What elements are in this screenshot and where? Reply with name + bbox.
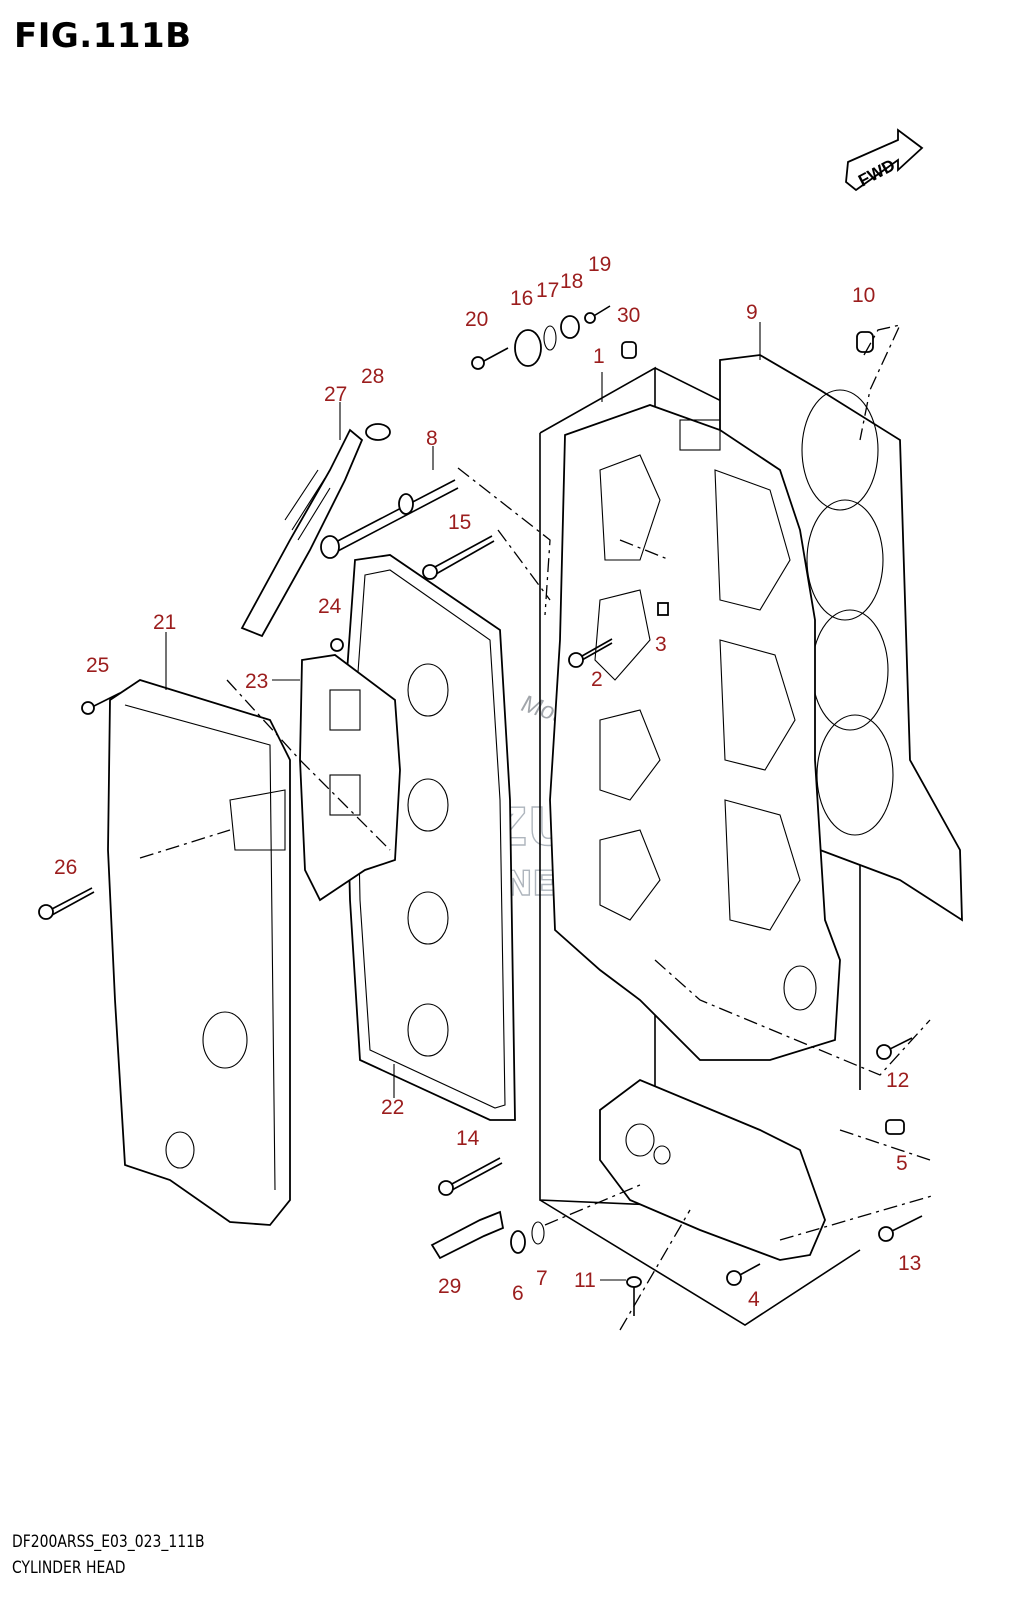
- breather-plate: [299, 654, 401, 902]
- callout-16: 16: [510, 287, 533, 310]
- screw-24: [330, 638, 344, 652]
- bolt-11: [626, 1276, 642, 1316]
- bolt-19: [584, 305, 611, 324]
- callout-12: 12: [886, 1069, 909, 1092]
- callout-27: 27: [324, 383, 347, 406]
- hose-clamp: [365, 423, 391, 441]
- spark-plug: [430, 1210, 505, 1260]
- breather-hose: [240, 428, 364, 638]
- callout-21: 21: [153, 611, 176, 634]
- long-bolt-8: [320, 479, 459, 559]
- bolt-2: [568, 638, 613, 668]
- dowel-10: [856, 331, 874, 353]
- callout-5: 5: [896, 1152, 908, 1175]
- callout-30: 30: [617, 304, 640, 327]
- callout-24: 24: [318, 595, 342, 618]
- callout-22: 22: [381, 1096, 404, 1119]
- callout-9: 9: [746, 301, 758, 324]
- callout-2: 2: [591, 668, 603, 691]
- callout-29: 29: [438, 1275, 461, 1298]
- dowel-30: [621, 341, 637, 359]
- cam-housing: [599, 1078, 826, 1261]
- bolt-12: [876, 1037, 913, 1060]
- callout-13: 13: [898, 1252, 921, 1275]
- fwd-arrow-icon: FWD: [845, 128, 924, 192]
- diagram-code: DF200ARSS_E03_023_111B: [12, 1532, 205, 1552]
- callout-4: 4: [748, 1288, 760, 1311]
- cylinder-head: [549, 404, 841, 1061]
- callout-18: 18: [560, 270, 583, 293]
- callout-17: 17: [536, 279, 559, 302]
- bolt-13: [878, 1215, 923, 1242]
- o-ring-7: [531, 1221, 545, 1245]
- callout-28: 28: [361, 365, 384, 388]
- cylinder-head-cover: [107, 679, 291, 1226]
- o-ring-17: [543, 325, 557, 351]
- bolt-26: [38, 887, 95, 920]
- reference-lines: [139, 324, 936, 1331]
- callout-15: 15: [448, 511, 471, 534]
- callout-14: 14: [456, 1127, 480, 1150]
- figure-title: FIG.111B: [14, 16, 192, 56]
- bolt-15: [422, 535, 495, 580]
- callout-19: 19: [588, 253, 611, 276]
- callout-26: 26: [54, 856, 77, 879]
- bolt-20: [471, 347, 509, 370]
- callout-20: 20: [465, 308, 488, 331]
- washer-6: [510, 1230, 526, 1254]
- callout-6: 6: [512, 1282, 524, 1305]
- callout-leaders: [165, 322, 761, 1281]
- callout-11: 11: [574, 1269, 596, 1292]
- small-cap: [657, 602, 669, 616]
- callout-25: 25: [86, 654, 109, 677]
- bolt-4: [726, 1263, 761, 1286]
- collar-18: [560, 315, 580, 339]
- callout-1: 1: [593, 345, 605, 368]
- callout-3: 3: [655, 633, 667, 656]
- callout-8: 8: [426, 427, 438, 450]
- dowel-5: [885, 1119, 905, 1135]
- callout-10: 10: [852, 284, 875, 307]
- callout-23: 23: [245, 670, 268, 693]
- diagram-name: CYLINDER HEAD: [12, 1558, 126, 1578]
- bracket-16: [514, 329, 542, 367]
- callout-7: 7: [536, 1267, 548, 1290]
- bolt-25: [81, 692, 121, 715]
- bolt-14: [438, 1157, 503, 1196]
